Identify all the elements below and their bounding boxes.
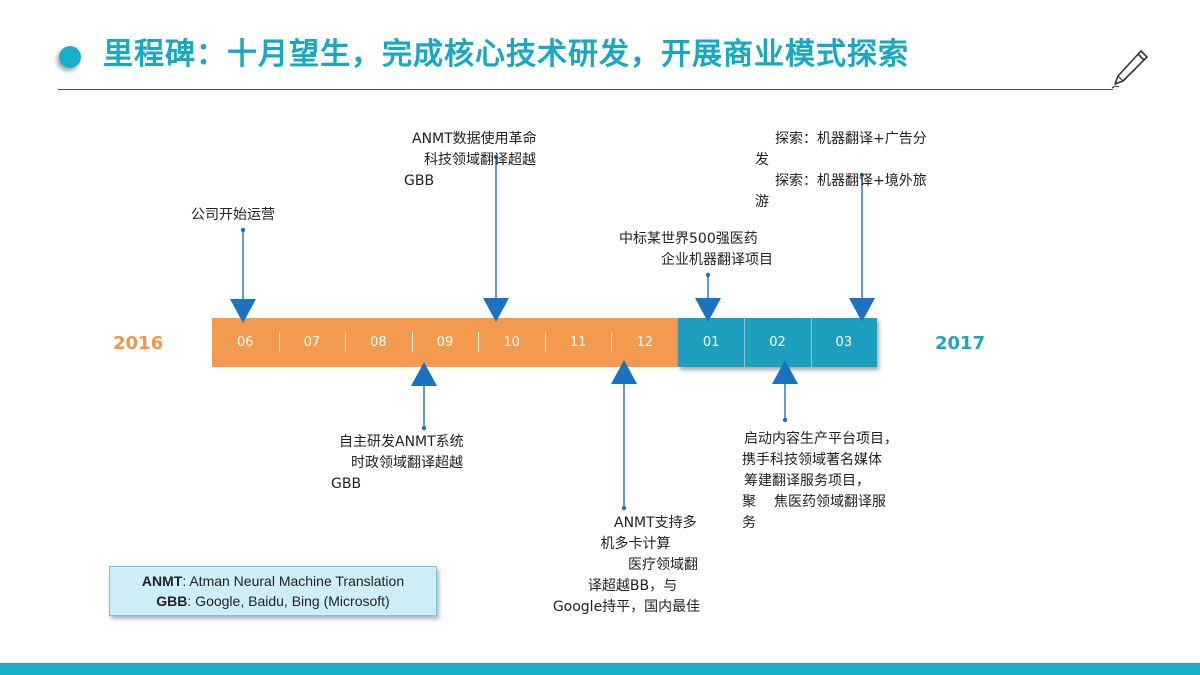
event-jun: 公司开始运营 (191, 207, 275, 223)
event-mar: 探索：机器翻译+广告分 发 探索：机器翻译+境外旅 游 (755, 131, 927, 210)
legend-term: ANMT (141, 573, 183, 589)
arrow-up-dec (611, 360, 637, 511)
timeline-bar-2017: 01 02 03 (678, 318, 877, 367)
month-cell: 10 (478, 318, 545, 367)
pen-icon (1111, 50, 1148, 89)
event-oct: ANMT数据使用革命 科技领域翻译超越 GBB (404, 131, 537, 189)
arrow-up-feb (772, 360, 798, 423)
month-cell: 12 (611, 318, 678, 367)
page-title: 里程碑：十月望生，完成核心技术研发，开展商业模式探索 (103, 37, 909, 72)
abbreviation-legend: ANMT: Atman Neural Machine Translation G… (109, 566, 437, 616)
arrow-down-jan (695, 272, 721, 322)
arrow-up-sep (411, 362, 437, 431)
legend-definition: : Atman Neural Machine Translation (182, 573, 405, 589)
event-dec: ANMT支持多 机多卡计算 医疗领域翻 译超越BB，与 Google持平，国内最… (552, 515, 701, 615)
month-cell: 02 (744, 318, 810, 367)
event-sep: 自主研发ANMT系统 时政领域翻译超越 GBB (331, 434, 464, 492)
timeline-bar-2016: 06 07 08 09 10 11 12 (212, 318, 678, 367)
month-cell: 03 (810, 318, 877, 367)
month-cell: 09 (411, 318, 479, 367)
year-start: 2016 (113, 333, 164, 354)
event-feb: 启动内容生产平台项目， 携手科技领域著名媒体 筹建翻译服务项目， 聚焦医药领域翻… (742, 431, 898, 531)
year-end: 2017 (935, 333, 986, 354)
title-rule (58, 89, 1113, 90)
title-dot (59, 46, 81, 68)
arrow-down-jun (230, 227, 256, 323)
month-cell: 07 (278, 318, 346, 367)
event-jan: 中标某世界500强医药 企业机器翻译项目 (619, 231, 773, 268)
legend-definition: : Google, Baidu, Bing (Microsoft) (187, 593, 390, 609)
month-cell: 01 (702, 335, 720, 350)
bottom-band (0, 663, 1200, 675)
month-cell: 08 (345, 318, 412, 367)
month-cell: 06 (237, 335, 254, 350)
legend-term: GBB (156, 593, 188, 609)
month-cell: 11 (544, 318, 612, 367)
